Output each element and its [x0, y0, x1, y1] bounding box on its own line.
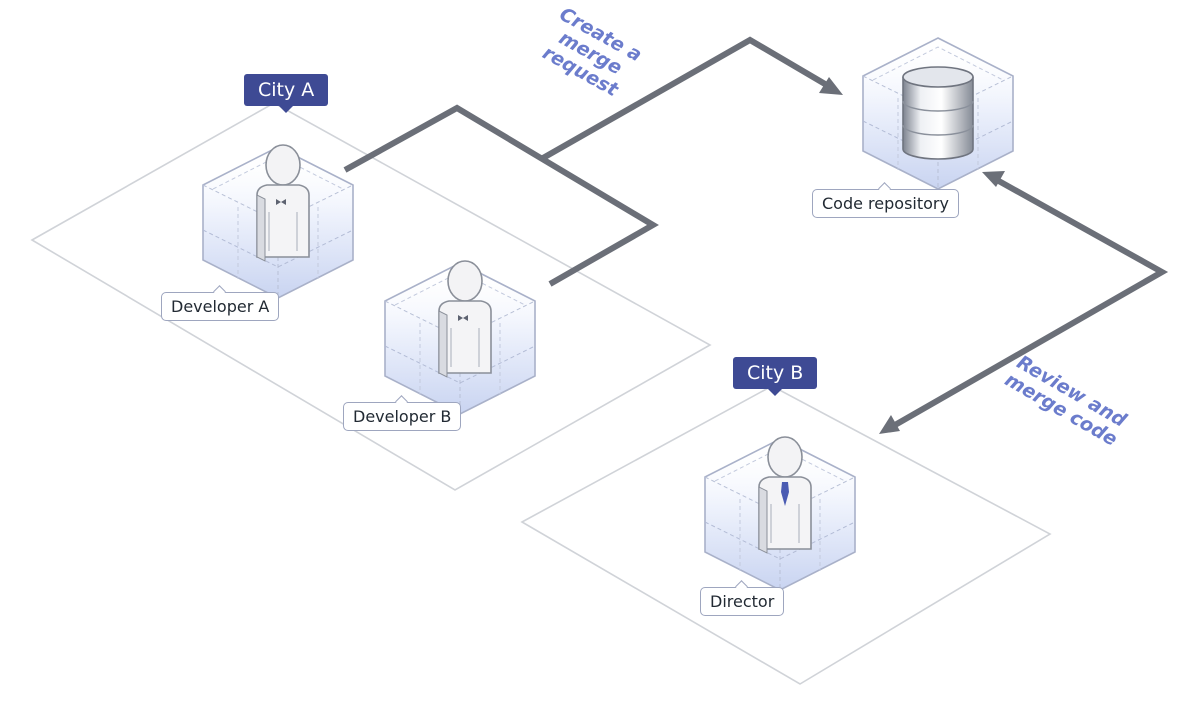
city-a-label: City A: [244, 74, 329, 113]
city-a-label-text: City A: [258, 79, 315, 101]
city-b-label-pointer: [768, 389, 783, 396]
arrowhead-to-repository-review: [982, 171, 1005, 187]
code-repository-label-text: Code repository: [822, 194, 949, 213]
database-icon: [902, 66, 974, 160]
connector-developer-a: [343, 104, 659, 287]
connector-review-merge: [893, 177, 1169, 428]
developer-a-node: [202, 144, 354, 299]
developer-b-node: [384, 260, 536, 415]
director-node: [704, 436, 856, 591]
developer-b-label-text: Developer B: [353, 407, 452, 426]
director-label: Director: [700, 580, 785, 616]
director-label-text: Director: [710, 592, 775, 611]
arrowhead-to-director: [879, 415, 900, 434]
developer-a-label: Developer A: [161, 285, 280, 321]
city-b-label-text: City B: [747, 362, 804, 384]
code-repository-node: [862, 37, 1014, 190]
city-b-label: City B: [733, 357, 818, 396]
code-repository-label: Code repository: [812, 182, 959, 218]
city-a-label-pointer: [279, 106, 294, 113]
city-a-region: [30, 102, 712, 491]
connector-merge-request: [541, 36, 827, 161]
developer-b-label: Developer B: [343, 395, 462, 431]
arrowhead-to-repository: [819, 77, 843, 95]
developer-a-label-text: Developer A: [171, 297, 270, 316]
